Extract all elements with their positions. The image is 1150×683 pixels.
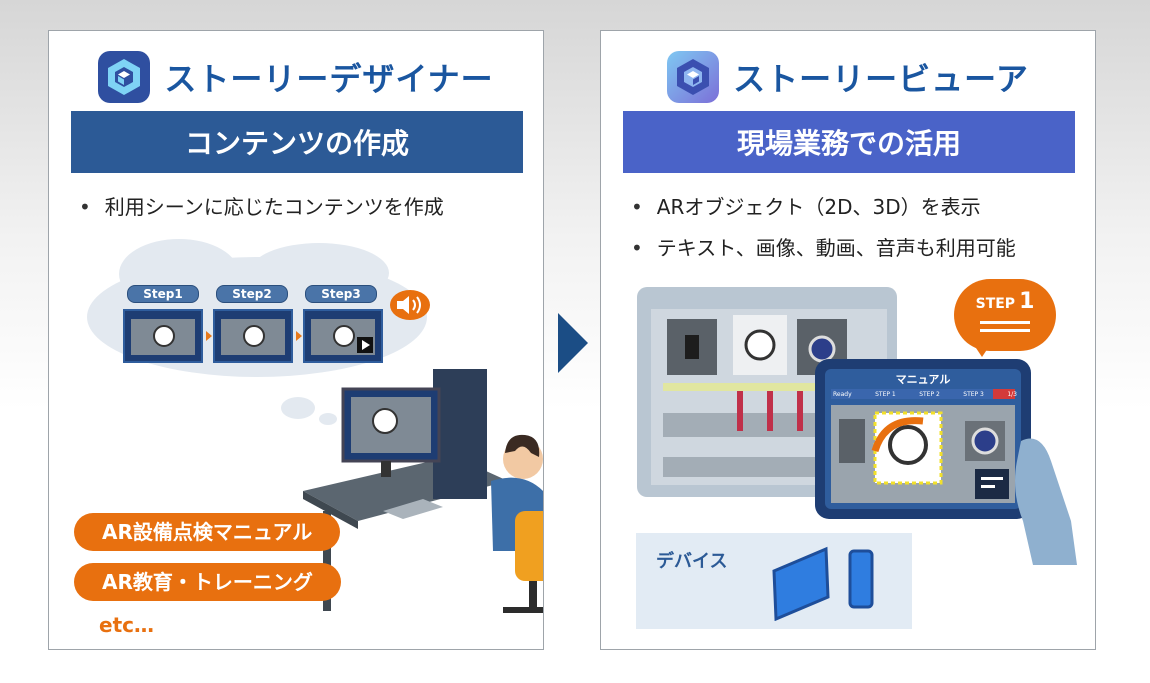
tablet-illustration <box>815 359 1031 519</box>
tablet-step-bar: Ready STEP 1 STEP 2 STEP 3 1/3 <box>833 391 1017 398</box>
viewer-bullets: ARオブジェクト（2D、3D）を表示 テキスト、画像、動画、音声も利用可能 <box>631 191 1016 273</box>
play-icon <box>357 337 373 353</box>
etc-label: etc… <box>99 613 154 637</box>
viewer-brand: ストーリービューア <box>601 47 1095 107</box>
viewer-logo-icon <box>667 51 720 103</box>
device-label: デバイス <box>656 551 728 572</box>
step-arrow <box>296 331 302 341</box>
speaker-icon <box>390 290 430 320</box>
story-designer-panel: ストーリーデザイナー コンテンツの作成 利用シーンに応じたコンテンツを作成 St… <box>48 30 544 650</box>
step-arrow <box>206 331 212 341</box>
step-pill: Step3 <box>305 285 377 303</box>
bullet-item: テキスト、画像、動画、音声も利用可能 <box>631 232 1016 261</box>
story-viewer-panel: ストーリービューア 現場業務での活用 ARオブジェクト（2D、3D）を表示 テキ… <box>600 30 1096 650</box>
tablet-step: STEP 2 <box>919 391 940 398</box>
use-case-pill: AR教育・トレーニング <box>74 563 341 601</box>
flow-arrow <box>558 313 588 373</box>
step-pill: Step2 <box>216 285 288 303</box>
bullet-item: ARオブジェクト（2D、3D）を表示 <box>631 191 1016 220</box>
device-box: デバイス <box>636 533 912 629</box>
desk-worker-illustration <box>303 369 543 613</box>
tablet-step: STEP 1 <box>875 391 896 398</box>
step-thumbnail <box>123 309 203 363</box>
smartphone-icon <box>848 549 874 609</box>
designer-title: ストーリーデザイナー <box>164 60 494 98</box>
step-thumbnail <box>303 309 383 363</box>
designer-bullets: 利用シーンに応じたコンテンツを作成 <box>79 191 444 232</box>
tablet-step: 1/3 <box>1007 391 1017 398</box>
tablet-title: マニュアル <box>895 373 951 386</box>
designer-brand: ストーリーデザイナー <box>49 47 543 107</box>
tablet-step: Ready <box>833 391 852 398</box>
viewer-band: 現場業務での活用 <box>623 111 1075 173</box>
use-case-pill: AR設備点検マニュアル <box>74 513 341 551</box>
step-pill: Step1 <box>127 285 199 303</box>
step-number: 1 <box>1019 289 1035 314</box>
tablet-device-icon <box>772 546 830 621</box>
designer-logo-icon <box>98 51 151 103</box>
designer-band: コンテンツの作成 <box>71 111 523 173</box>
hand-illustration <box>1015 438 1077 565</box>
step-label: STEP <box>975 296 1016 312</box>
bullet-item: 利用シーンに応じたコンテンツを作成 <box>79 191 444 220</box>
viewer-title: ストーリービューア <box>733 60 1029 98</box>
step-thumbnail <box>213 309 293 363</box>
tablet-step: STEP 3 <box>963 391 984 398</box>
